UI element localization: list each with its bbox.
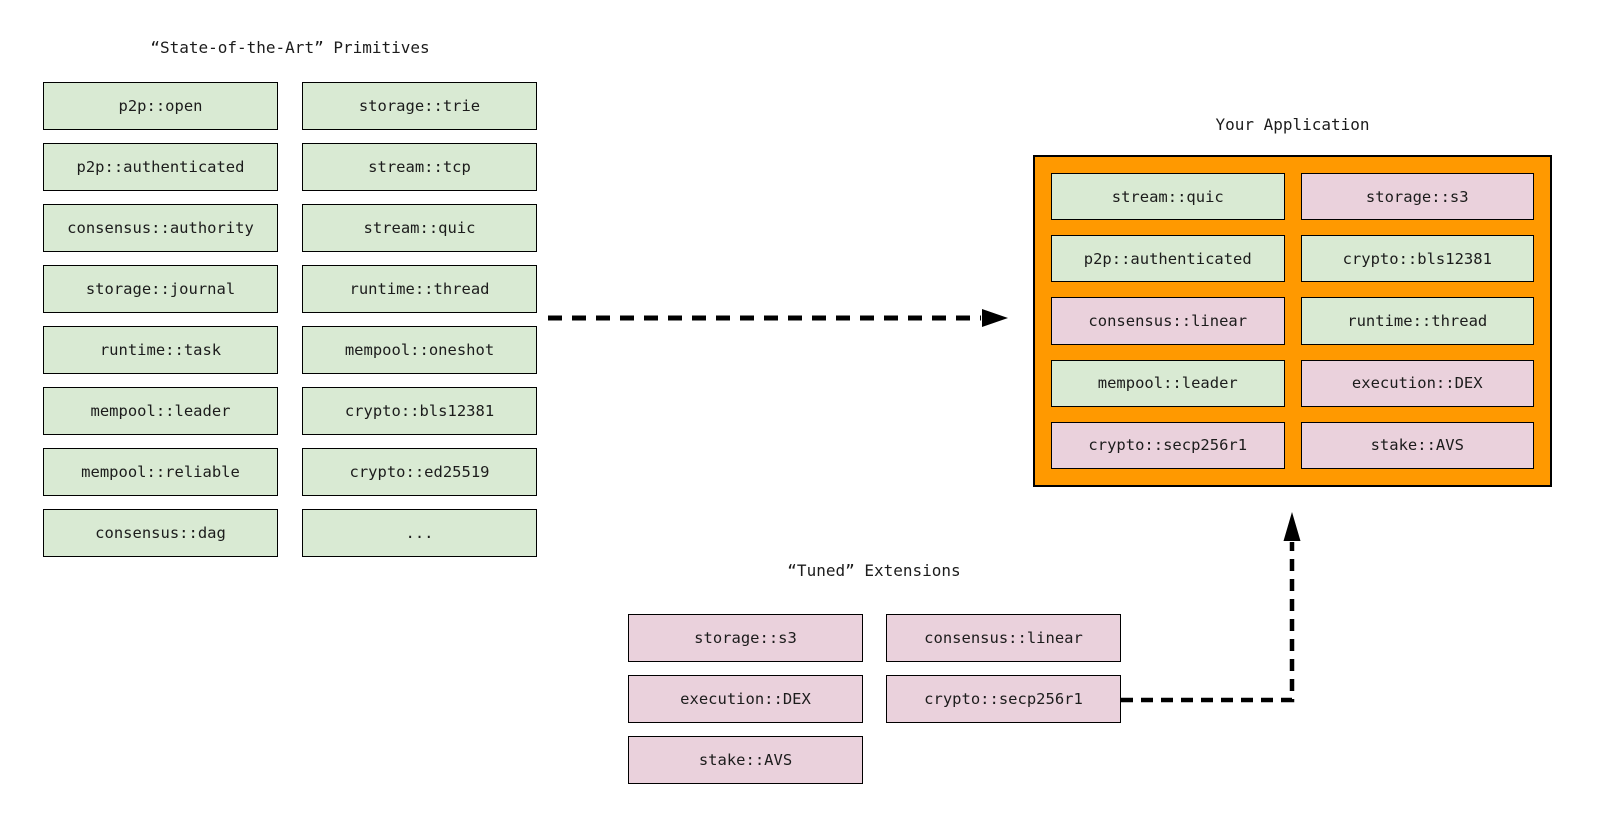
app-module-node: consensus::linear — [1051, 297, 1285, 345]
primitive-node: crypto::bls12381 — [302, 387, 537, 435]
primitive-node-ellipsis: ... — [302, 509, 537, 557]
app-module-node: crypto::bls12381 — [1300, 235, 1534, 283]
primitive-node: crypto::ed25519 — [302, 448, 537, 496]
primitive-node: consensus::dag — [43, 509, 278, 557]
app-module-node: stream::quic — [1051, 173, 1285, 221]
extension-node: crypto::secp256r1 — [886, 675, 1121, 723]
app-module-node: p2p::authenticated — [1051, 235, 1285, 283]
dashed-elbow-line — [1121, 542, 1295, 703]
arrowhead-up-icon — [1283, 512, 1301, 541]
primitive-node: stream::tcp — [302, 143, 537, 191]
app-module-node: crypto::secp256r1 — [1051, 421, 1285, 469]
primitive-node: storage::trie — [302, 82, 537, 130]
primitive-node: mempool::oneshot — [302, 326, 537, 374]
extension-node: execution::DEX — [628, 675, 863, 723]
app-module-node: stake::AVS — [1300, 421, 1534, 469]
primitives-column-2: storage::trie stream::tcp stream::quic r… — [302, 82, 537, 557]
application-container: stream::quic p2p::authenticated consensu… — [1033, 155, 1552, 487]
application-section-title: Your Application — [1215, 115, 1370, 134]
extension-node: storage::s3 — [628, 614, 863, 662]
extensions-to-application-arrow — [1121, 512, 1301, 703]
app-module-node: storage::s3 — [1300, 173, 1534, 221]
primitives-section-title: “State-of-the-Art” Primitives — [150, 38, 430, 57]
primitive-node: consensus::authority — [43, 204, 278, 252]
primitives-to-application-arrow — [548, 309, 1008, 327]
primitive-node: mempool::leader — [43, 387, 278, 435]
primitive-node: runtime::task — [43, 326, 278, 374]
primitive-node: storage::journal — [43, 265, 278, 313]
arrowhead-right-icon — [982, 309, 1008, 327]
extension-node: consensus::linear — [886, 614, 1121, 662]
primitives-column-1: p2p::open p2p::authenticated consensus::… — [43, 82, 278, 557]
primitive-node: stream::quic — [302, 204, 537, 252]
extensions-section-title: “Tuned” Extensions — [787, 561, 961, 580]
app-module-node: mempool::leader — [1051, 359, 1285, 407]
primitive-node: p2p::authenticated — [43, 143, 278, 191]
app-module-node: runtime::thread — [1300, 297, 1534, 345]
app-module-node: execution::DEX — [1300, 359, 1534, 407]
extensions-column-1: storage::s3 execution::DEX stake::AVS — [628, 614, 863, 784]
primitive-node: mempool::reliable — [43, 448, 278, 496]
extension-node: stake::AVS — [628, 736, 863, 784]
extensions-column-2: consensus::linear crypto::secp256r1 — [886, 614, 1121, 723]
primitive-node: p2p::open — [43, 82, 278, 130]
primitive-node: runtime::thread — [302, 265, 537, 313]
